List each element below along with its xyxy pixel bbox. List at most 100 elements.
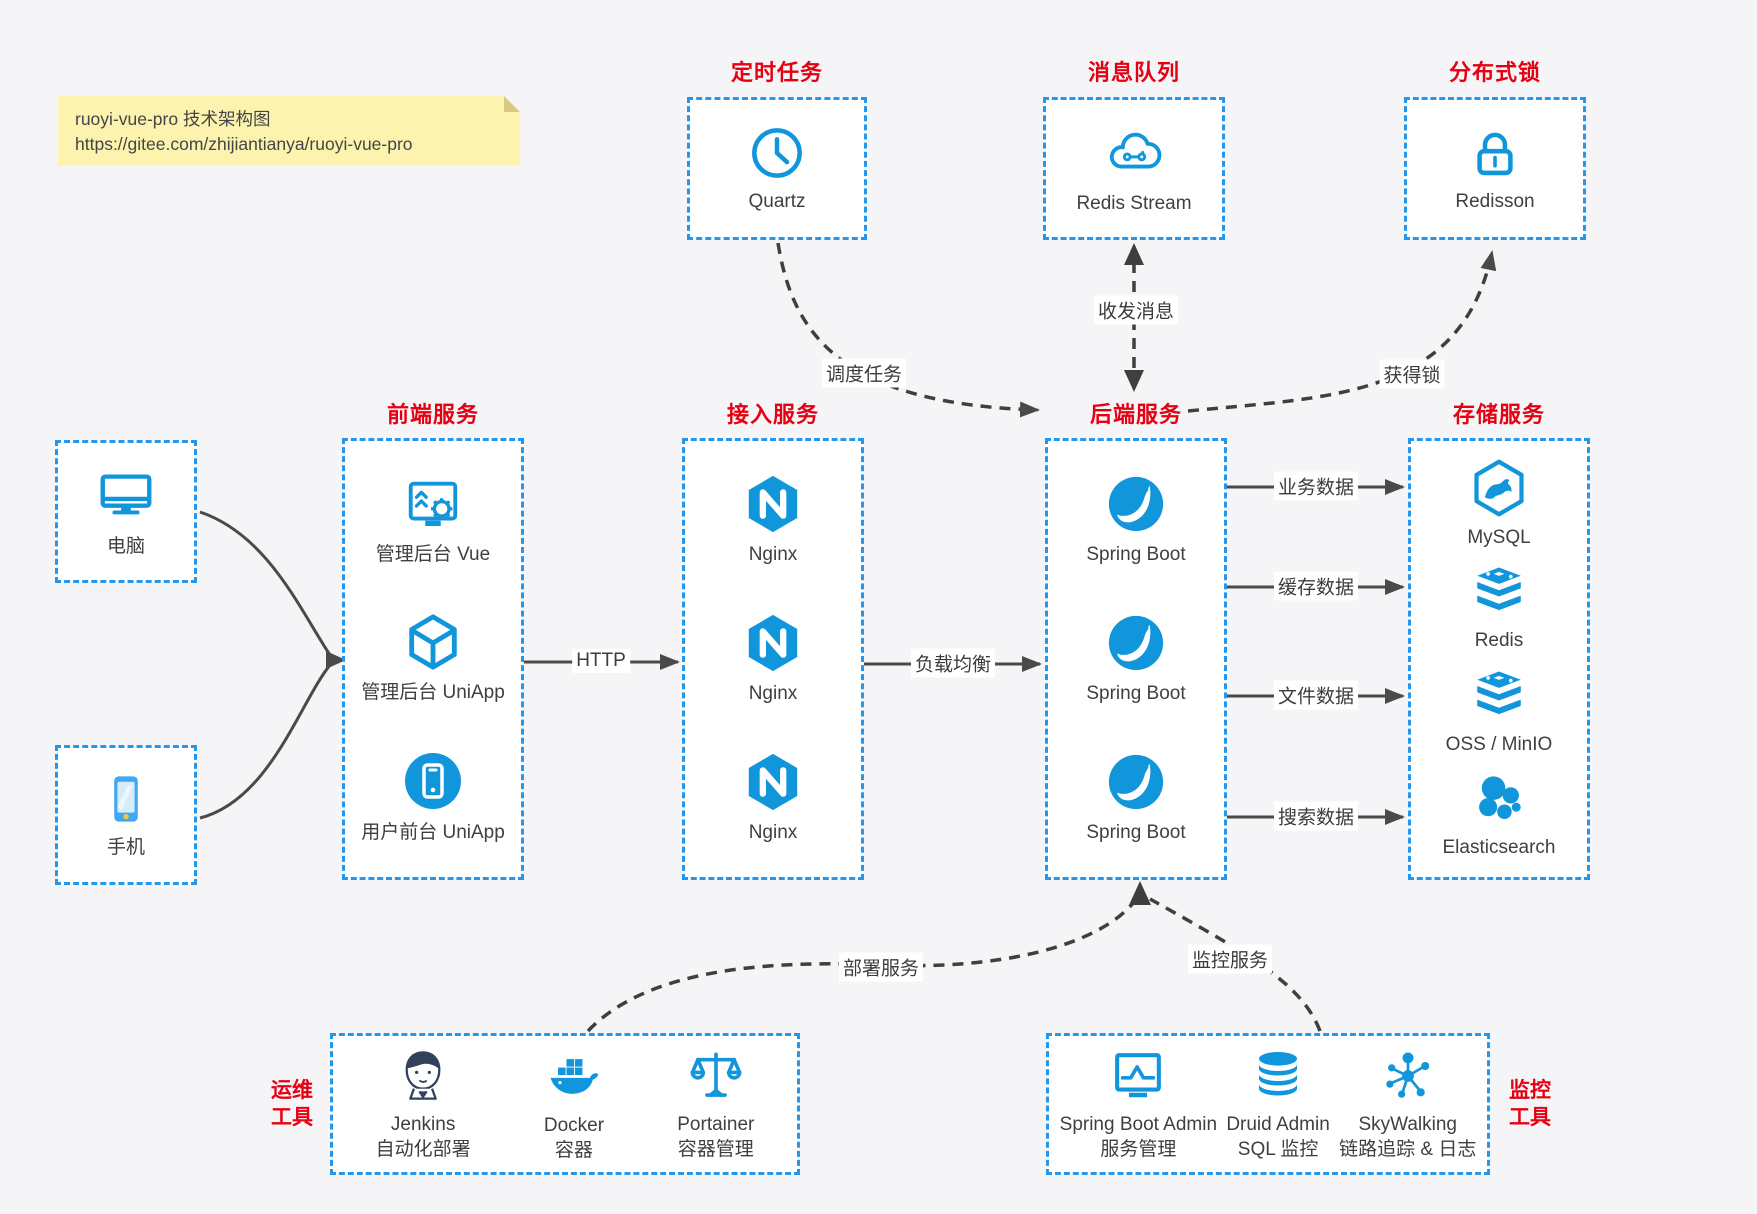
item-elasticsearch: Elasticsearch	[1443, 770, 1556, 860]
group-title-backend: 后端服务	[1089, 402, 1183, 427]
group-title-distributed-lock: 分布式锁	[1448, 60, 1542, 85]
item-label: Spring Boot	[1086, 821, 1186, 843]
connector-computer-frontend	[199, 510, 332, 656]
group-title-scheduled-tasks: 定时任务	[730, 60, 824, 85]
item-label: 手机	[106, 837, 145, 858]
edge-label-load-balance: 负载均衡	[910, 648, 996, 678]
item-redis-stream: Redis Stream	[1076, 122, 1192, 216]
item-spring-boot-1: Spring Boot	[1086, 473, 1186, 567]
item-label: Elasticsearch	[1442, 837, 1556, 859]
edge-label-monitor: 监控服务	[1187, 944, 1273, 974]
box-monitor-tools: Spring Boot Admin 服务管理 Druid Admin SQL 监…	[1046, 1033, 1490, 1175]
item-label: SkyWalking 链路追踪 & 日志	[1339, 1113, 1477, 1160]
edge-label-biz-data: 业务数据	[1273, 471, 1359, 501]
box-computer: 电脑	[55, 440, 197, 583]
frontend-arrowhead	[326, 651, 346, 669]
item-nginx-2: Nginx	[742, 612, 804, 706]
oss-icon	[1477, 671, 1521, 714]
item-skywalking: SkyWalking 链路追踪 & 日志	[1339, 1047, 1476, 1162]
group-title-access: 接入服务	[726, 402, 820, 427]
skywalking-icon	[1385, 1051, 1430, 1098]
edge-label-cache-data: 缓存数据	[1273, 571, 1359, 601]
item-docker: Docker 容器	[544, 1046, 604, 1163]
box-devops-tools: Jenkins 自动化部署 Docker 容器	[330, 1033, 800, 1175]
spring-boot-icon	[1108, 615, 1164, 671]
backend-up-arrowhead	[1129, 881, 1151, 905]
edge-label-deploy: 部署服务	[838, 952, 924, 982]
druid-icon	[1259, 1051, 1298, 1095]
item-computer: 电脑	[95, 465, 157, 559]
item-portainer: Portainer 容器管理	[677, 1047, 754, 1162]
edge-label-search-data: 搜索数据	[1273, 801, 1359, 831]
box-distributed-lock: Redisson	[1404, 97, 1586, 240]
mysql-icon	[1474, 459, 1524, 517]
phone-icon	[114, 776, 138, 822]
edge-label-message: 收发消息	[1093, 295, 1179, 325]
elasticsearch-icon	[1479, 776, 1521, 820]
item-quartz: Quartz	[748, 124, 806, 214]
item-label: 用户前台 UniApp	[361, 822, 505, 843]
nginx-icon	[748, 476, 798, 533]
message-up-arrowhead	[1124, 243, 1144, 265]
spring-boot-icon	[1108, 477, 1164, 532]
note-fold-corner	[504, 96, 520, 112]
uniapp-cube-icon	[409, 614, 457, 670]
box-frontend-services: 管理后台 Vue 管理后台 UniApp 用户前台 UniApp	[342, 438, 524, 880]
item-label: Spring Boot Admin 服务管理	[1059, 1113, 1218, 1160]
item-redis: Redis	[1470, 563, 1528, 653]
cloud-mq-icon	[1109, 132, 1162, 168]
connector-get-lock	[1187, 250, 1497, 413]
computer-icon	[100, 473, 152, 514]
item-admin-uniapp: 管理后台 UniApp	[361, 611, 505, 705]
group-title-frontend: 前端服务	[386, 402, 480, 427]
jenkins-icon	[405, 1050, 441, 1100]
item-spring-boot-admin: Spring Boot Admin 服务管理	[1060, 1047, 1217, 1162]
edge-label-file-data: 文件数据	[1273, 680, 1359, 710]
item-redisson: Redisson	[1455, 124, 1535, 214]
item-label: 电脑	[106, 535, 145, 557]
mobile-app-icon	[404, 753, 461, 809]
box-phone: 手机	[55, 745, 197, 885]
item-mysql: MySQL	[1467, 458, 1531, 550]
item-label: Docker 容器	[543, 1114, 605, 1161]
edge-label-schedule: 调度任务	[821, 358, 907, 388]
sticky-note: ruoyi-vue-pro 技术架构图 https://gitee.com/zh…	[58, 96, 520, 166]
docker-icon	[550, 1058, 599, 1094]
spring-boot-icon	[1108, 754, 1164, 809]
item-spring-boot-3: Spring Boot	[1086, 751, 1186, 845]
item-label: Jenkins 自动化部署	[375, 1113, 471, 1160]
box-backend-services: Spring Boot Spring Boot Spring Boot	[1045, 438, 1227, 880]
item-label: Redis	[1474, 630, 1524, 652]
edge-label-http: HTTP	[572, 649, 630, 673]
clock-icon	[752, 127, 802, 178]
box-message-queue: Redis Stream	[1043, 97, 1225, 240]
item-label: Spring Boot	[1086, 682, 1186, 704]
item-druid-admin: Druid Admin SQL 监控	[1226, 1047, 1330, 1162]
item-user-uniapp: 用户前台 UniApp	[361, 749, 505, 845]
item-label: Redisson	[1455, 190, 1535, 212]
edge-label-get-lock: 获得锁	[1379, 359, 1445, 389]
group-title-storage: 存储服务	[1452, 402, 1546, 427]
nginx-icon	[748, 753, 798, 810]
item-label: Nginx	[748, 544, 798, 566]
item-label: Quartz	[748, 190, 806, 212]
item-label: Redis Stream	[1076, 192, 1192, 214]
item-label: MySQL	[1467, 526, 1531, 548]
connector-phone-frontend	[199, 664, 332, 820]
item-nginx-3: Nginx	[742, 751, 804, 845]
side-title-devops-tools: 运维 工具	[271, 1079, 313, 1129]
group-title-message-queue: 消息队列	[1087, 60, 1181, 85]
lock-icon	[1477, 132, 1513, 175]
item-label: 管理后台 UniApp	[361, 682, 505, 703]
box-storage-services: MySQL Redis	[1408, 438, 1590, 880]
note-url: https://gitee.com/zhijiantianya/ruoyi-vu…	[75, 134, 413, 154]
item-oss-minio: OSS / MinIO	[1446, 667, 1552, 757]
box-access-services: Nginx Nginx Nginx	[682, 438, 864, 880]
message-down-arrowhead	[1124, 370, 1144, 392]
item-label: Nginx	[748, 682, 798, 704]
connector-schedule	[776, 242, 1040, 418]
box-scheduled-tasks: Quartz	[687, 97, 867, 240]
side-title-monitor-tools: 监控 工具	[1509, 1079, 1551, 1129]
item-label: 管理后台 Vue	[375, 544, 491, 565]
